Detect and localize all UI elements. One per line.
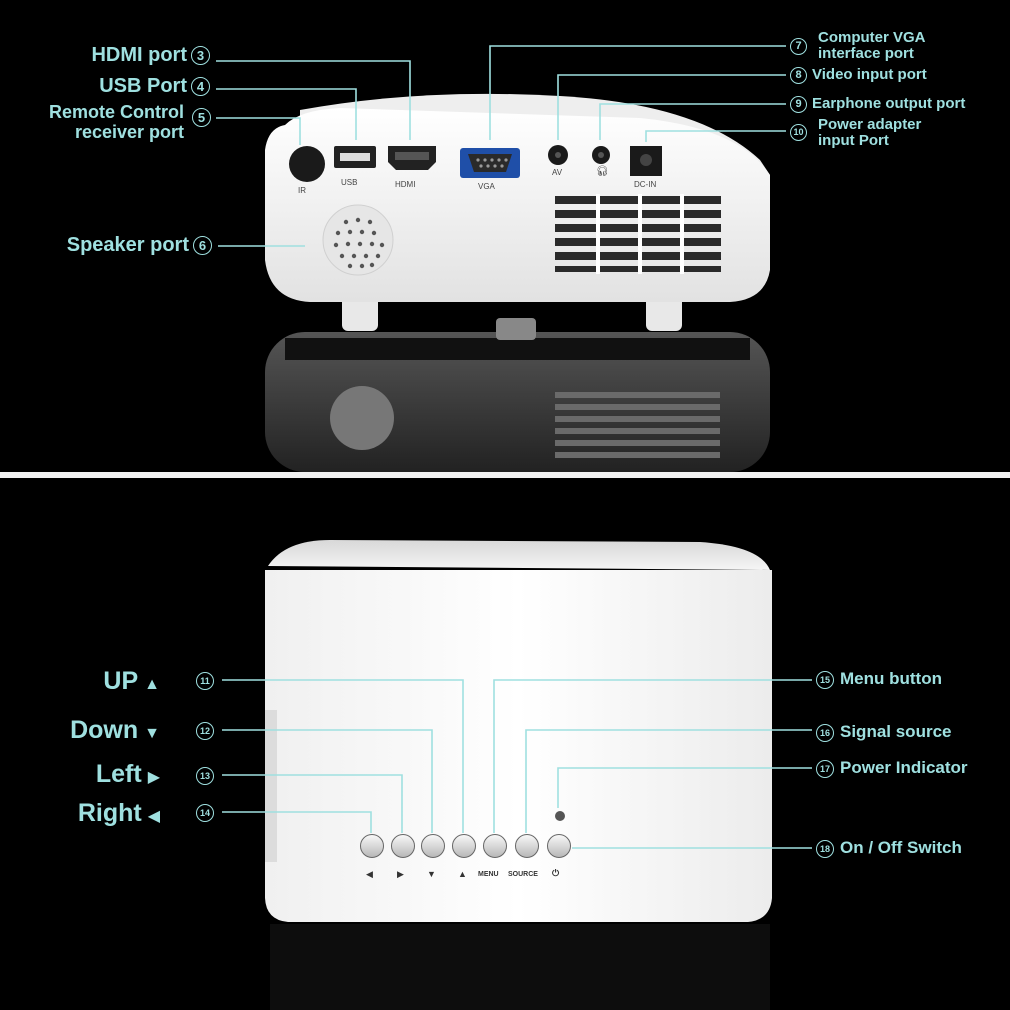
menu-button-text: MENU xyxy=(478,871,499,878)
projector-feet xyxy=(342,295,682,340)
ir-port-text: IR xyxy=(298,186,306,195)
down-label: Down▼ xyxy=(70,716,160,744)
number-badge: 9 xyxy=(790,96,807,113)
up-arrow-icon: ▲ xyxy=(144,676,160,693)
number-badge: 6 xyxy=(193,236,212,256)
number-badge: 4 xyxy=(191,77,210,97)
up-label: UP▲ xyxy=(103,667,160,695)
rear-view-illustration xyxy=(216,45,786,472)
side-slot xyxy=(265,710,277,862)
speaker-grille xyxy=(322,204,394,276)
down-arrow-icon: ▼ xyxy=(144,725,160,742)
number-badge: 15 xyxy=(816,670,834,689)
number-badge: 8 xyxy=(790,67,807,84)
menu-button[interactable] xyxy=(483,834,507,858)
number-badge: 17 xyxy=(816,759,834,778)
up-arrow-icon: ▲ xyxy=(458,869,467,879)
usb-port-text: USB xyxy=(341,178,358,187)
source-button-text: SOURCE xyxy=(508,871,538,878)
projector-body xyxy=(265,108,770,302)
up-button[interactable] xyxy=(452,834,476,858)
left-label: Left▶ xyxy=(95,760,160,788)
number-badge: 3 xyxy=(191,46,210,66)
remote-label: Remote Control receiver port xyxy=(49,102,184,142)
av-port-text: AV xyxy=(552,168,563,177)
left-button[interactable] xyxy=(360,834,384,858)
side-view-panel: ◀ ▶ ▼ ▲ MENU SOURCE ⏻ UP▲ 11 Down▼ 12 Le… xyxy=(0,478,1010,1010)
right-button[interactable] xyxy=(391,834,415,858)
number-badge: 11 xyxy=(196,672,214,690)
projector-side-body xyxy=(265,570,772,922)
number-badge: 13 xyxy=(196,767,214,785)
number-badge: 7 xyxy=(790,38,807,55)
ir-receiver-port xyxy=(289,146,325,182)
vga-label: Computer VGA interface port xyxy=(818,29,926,62)
dc-in-port-text: DC-IN xyxy=(634,180,657,189)
number-badge: 18 xyxy=(816,839,834,858)
number-badge: 14 xyxy=(196,804,214,822)
source-button[interactable] xyxy=(515,834,539,858)
power-button[interactable] xyxy=(547,834,571,858)
number-badge: 16 xyxy=(816,723,834,742)
panel-divider xyxy=(0,472,1010,478)
left-arrow-icon: ▶ xyxy=(147,769,160,786)
left-arrow-icon: ◀ xyxy=(366,869,373,879)
down-arrow-icon: ▼ xyxy=(427,869,436,879)
right-label: Right◀ xyxy=(77,799,160,827)
power-indicator-led xyxy=(555,811,565,821)
number-badge: 12 xyxy=(196,722,214,740)
number-badge: 10 xyxy=(790,124,807,141)
top-leader-lines xyxy=(216,45,786,247)
right-arrow-icon: ▶ xyxy=(397,869,404,879)
power-adapter-label: Power adapter input Port xyxy=(818,116,922,149)
projector-top-cap xyxy=(268,540,770,570)
number-badge: 5 xyxy=(192,108,211,127)
vga-port-text: VGA xyxy=(478,182,495,191)
hdmi-port-text: HDMI xyxy=(395,180,416,189)
right-arrow-icon: ◀ xyxy=(147,808,160,825)
side-view-illustration xyxy=(222,540,812,1010)
bottom-leader-lines xyxy=(222,679,812,849)
power-icon: ⏻ xyxy=(552,868,560,878)
speaker-holes xyxy=(333,217,385,269)
down-button[interactable] xyxy=(421,834,445,858)
earphone-icon: 🎧︎ xyxy=(596,166,609,177)
projector-reflection xyxy=(265,332,770,472)
